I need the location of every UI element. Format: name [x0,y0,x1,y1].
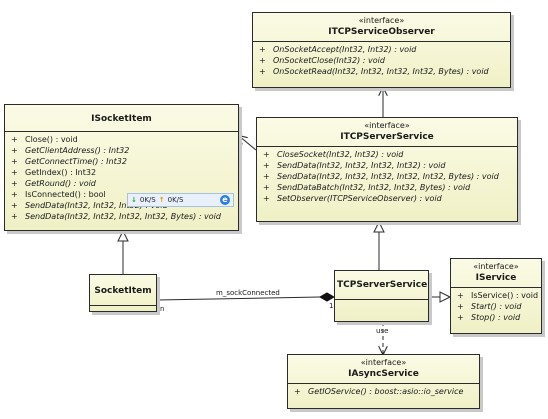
association-label: m_sockConnected [216,289,280,297]
stereotype-label: «interface» [364,121,410,130]
class-name: ISocketItem [91,114,152,124]
operation-item: +OnSocketAccept(Int32, Int32) : void [259,45,417,54]
class-header: «interface» ITCPServiceObserver [253,13,510,42]
operation-item: +SetObserver(ITCPServiceObserver) : void [263,194,442,203]
class-header: TCPServerService [335,271,428,300]
realization-arrowhead [373,220,385,233]
class-iasync-service[interactable]: «interface» IAsyncService +GetIOService(… [287,354,480,409]
class-header: «interface» IService [451,259,541,288]
stereotype-label: «interface» [360,358,407,367]
operations-list: +GetIOService() : boost::asio::io_servic… [288,384,479,399]
class-header: SocketItem [90,275,156,306]
class-name: IService [475,273,517,283]
realization-arrowhead [439,291,452,303]
multiplicity-1: 1 [329,302,334,310]
download-rate: 0K/S [139,196,156,204]
class-name: ITCPServiceObserver [328,27,435,37]
class-isocket-item[interactable]: ISocketItem +Close() : void +GetClientAd… [4,104,239,231]
operations-list: +IsService() : void +Start() : void +Sto… [451,288,541,325]
operation-item: +OnSocketClose(Int32) : void [259,56,385,65]
edge-association [156,296,321,301]
stereotype-label: «interface» [358,16,405,25]
operation-item: +SendData(Int32, Int32, Int32, Int32, In… [263,172,499,181]
operation-item: +GetClientAddress() : Int32 [11,146,130,155]
operation-item: +GetConnectTime() : Int32 [11,157,127,166]
class-header: «interface» IAsyncService [288,355,479,384]
network-speed-widget[interactable]: ↓ 0K/S ↑ 0K/S e [127,193,234,207]
class-header: ISocketItem [5,105,238,132]
edge-server-to-socketitem [239,136,257,151]
operation-item: +IsConnected() : bool [11,190,106,199]
class-name: SocketItem [94,286,152,296]
class-itcp-server-service[interactable]: «interface» ITCPServerService +CloseSock… [256,117,518,222]
operation-item: +Close() : void [11,135,78,144]
operations-list: +OnSocketAccept(Int32, Int32) : void +On… [253,42,510,79]
operation-item: +SendDataBatch(Int32, Int32, Int32, Byte… [263,183,471,192]
class-itcp-service-observer[interactable]: «interface» ITCPServiceObserver +OnSocke… [252,12,511,88]
multiplicity-n: n [160,305,165,313]
class-socket-item[interactable]: SocketItem [89,274,157,312]
operation-item: +CloseSocket(Int32, Int32) : void [263,150,404,159]
upload-rate: 0K/S [167,196,184,204]
browser-icon[interactable]: e [220,195,230,205]
upload-arrow-icon: ↑ [158,196,165,204]
operation-item: +OnSocketRead(Int32, Int32, Int32, Int32… [259,67,489,76]
operation-item: +Start() : void [457,302,522,311]
class-name: IAsyncService [348,369,419,379]
operations-list: +CloseSocket(Int32, Int32) : void +SendD… [257,147,517,206]
class-name: TCPServerService [337,280,428,290]
operation-item: +GetIndex() : Int32 [11,168,97,177]
operations-list: +Close() : void +GetClientAddress() : In… [5,132,238,224]
operation-item: +GetRound() : void [11,179,96,188]
operation-item: +Stop() : void [457,313,521,322]
composition-diamond [318,292,336,302]
class-tcp-server-service[interactable]: TCPServerService [334,270,429,322]
use-label: use [376,327,389,335]
operation-item: +IsService() : void [457,291,539,300]
class-name: ITCPServerService [340,132,434,142]
operation-item: +SendData(Int32, Int32, Int32, Int32) : … [263,161,446,170]
stereotype-label: «interface» [473,262,519,271]
class-iservice[interactable]: «interface» IService +IsService() : void… [450,258,542,334]
class-header: «interface» ITCPServerService [257,118,517,147]
operation-item: +SendData(Int32, Int32, Int32, Int32, By… [11,212,221,221]
realization-arrowhead [117,229,129,242]
download-arrow-icon: ↓ [131,196,137,204]
operation-item: +SendData(Int32, Int32, Int32) : void [11,201,168,210]
operation-item: +GetIOService() : boost::asio::io_servic… [294,387,464,396]
